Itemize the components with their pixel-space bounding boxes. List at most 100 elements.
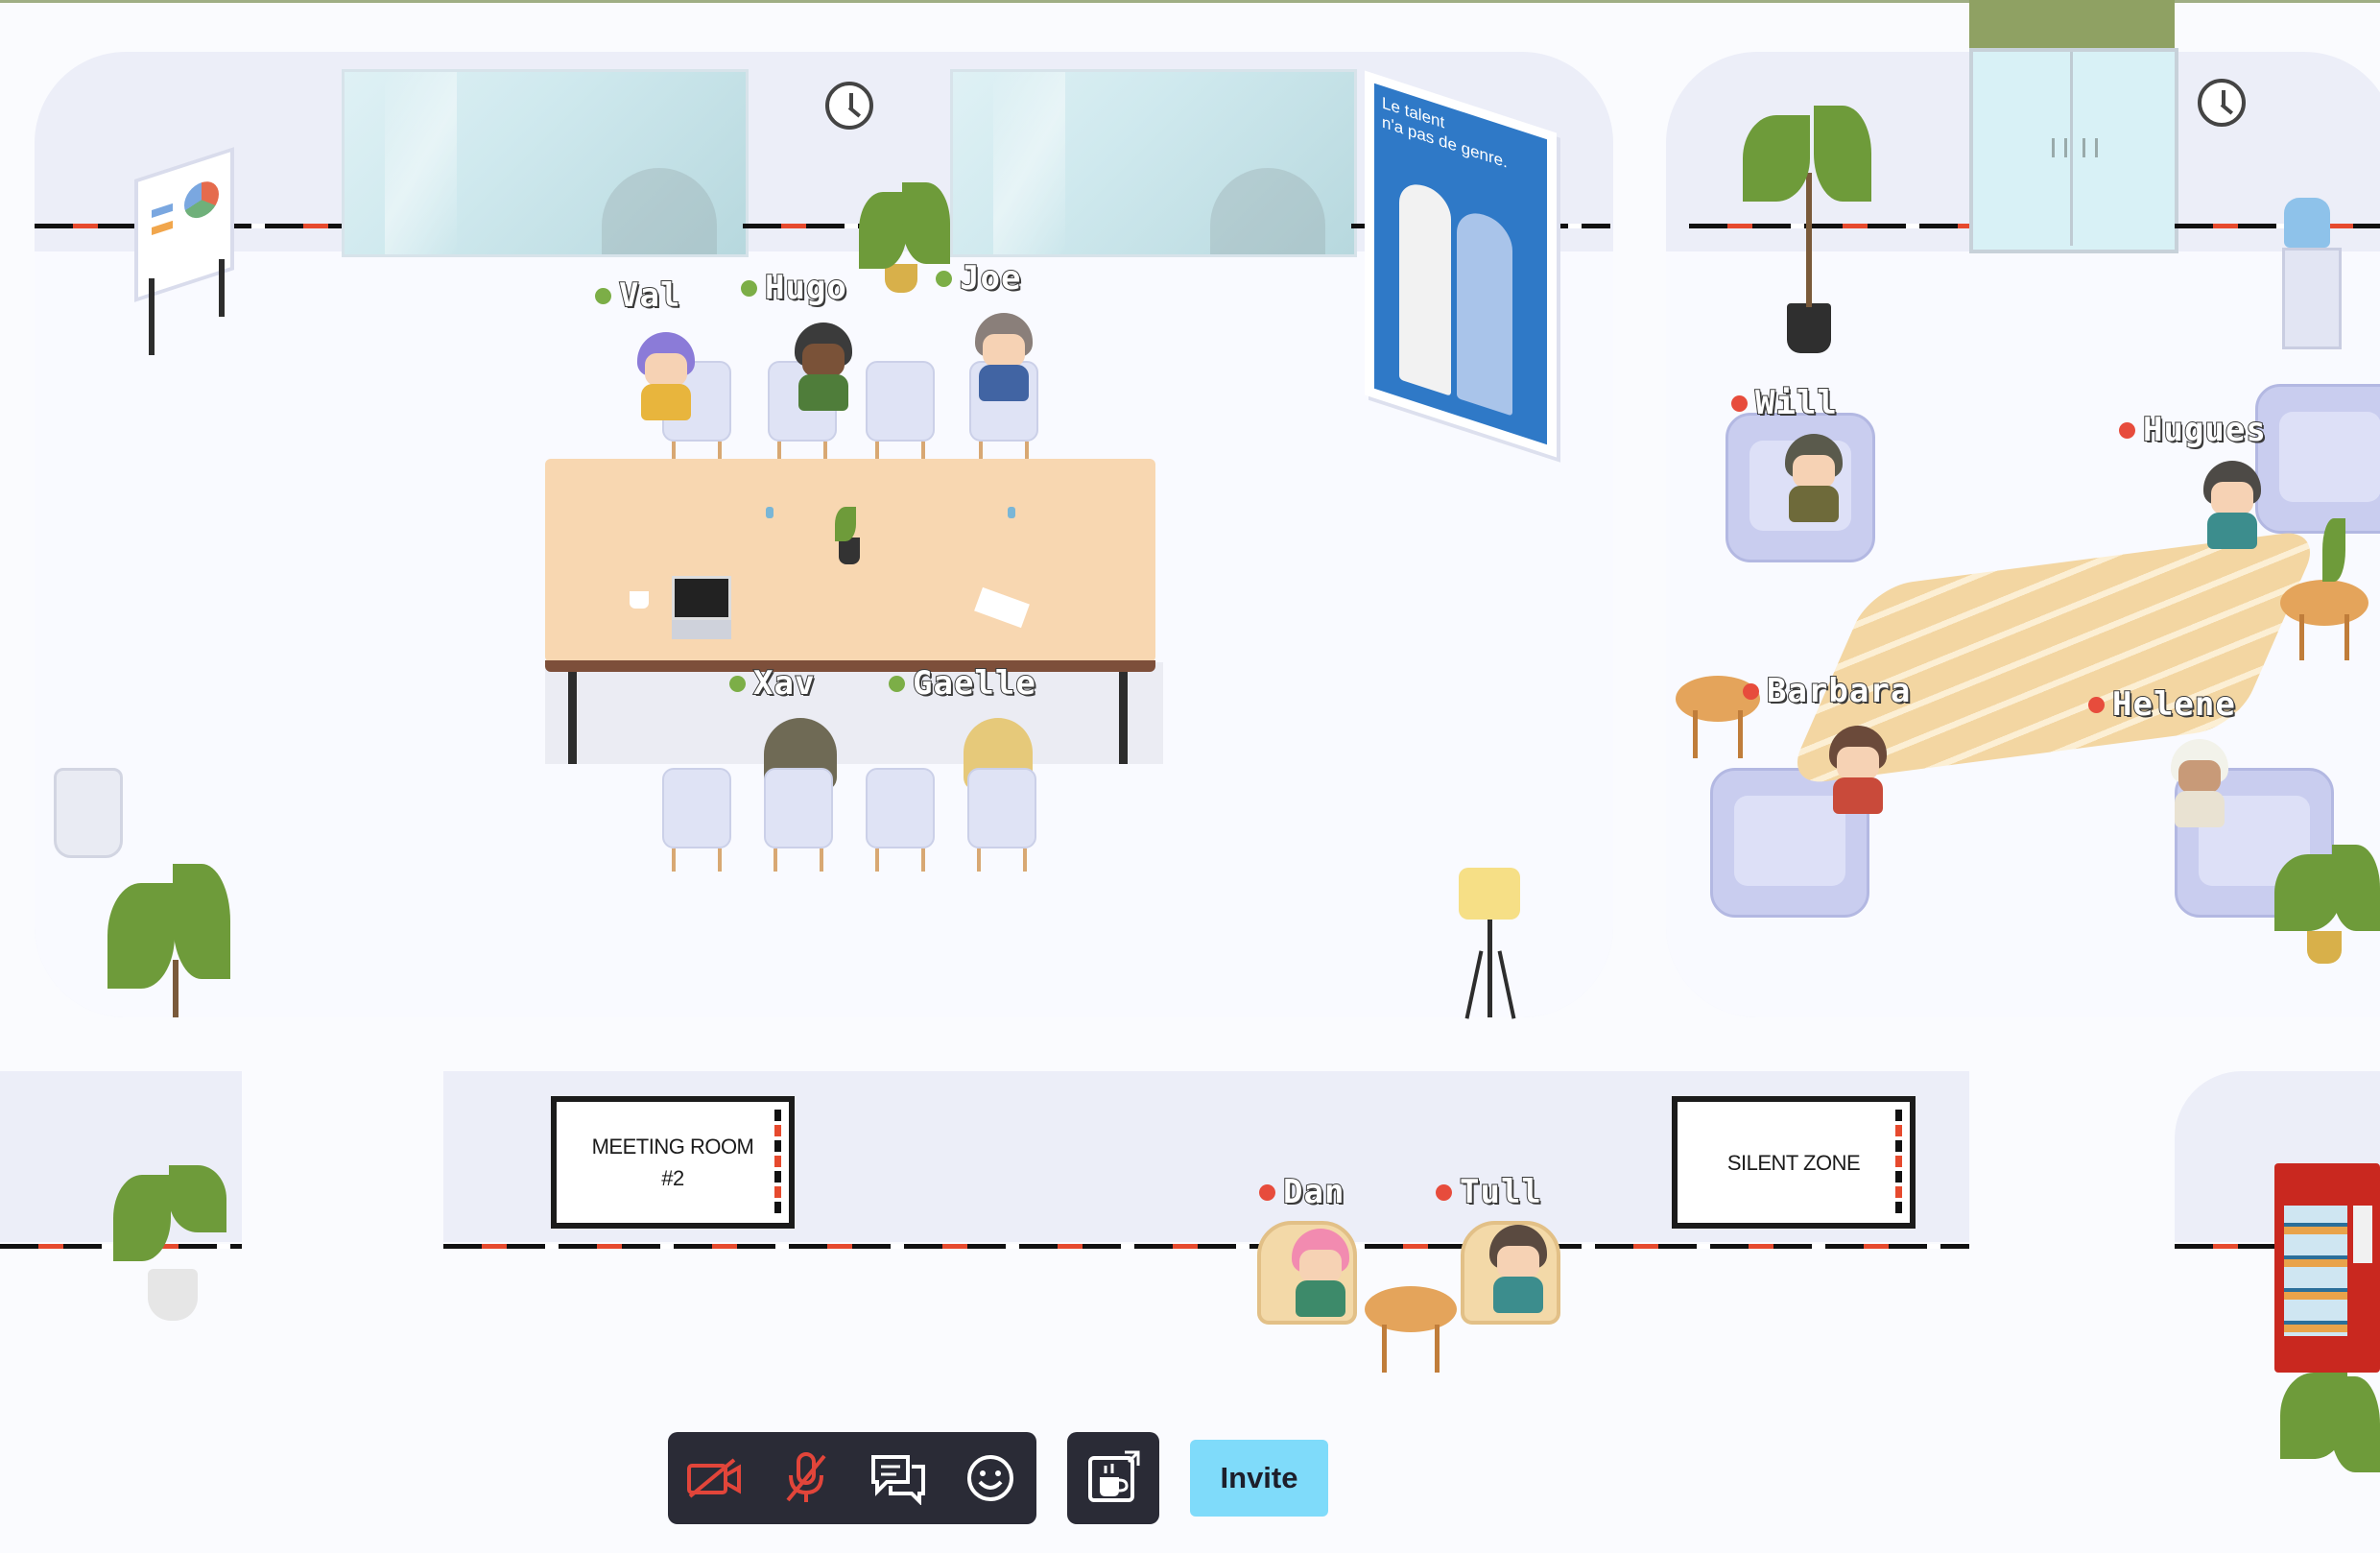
top-border <box>0 0 2380 3</box>
side-table <box>1365 1286 1457 1332</box>
avatar-hugues[interactable] <box>2198 461 2267 553</box>
status-dot <box>729 675 746 692</box>
plant-leaf <box>1743 115 1810 202</box>
door-divider <box>2070 52 2073 246</box>
window-left <box>342 69 749 257</box>
emoji-icon <box>967 1455 1013 1501</box>
name-tag-joe: Joe <box>936 258 1021 299</box>
vending-machine <box>2274 1163 2380 1373</box>
status-dot <box>1436 1183 1452 1201</box>
name-tag-xav: Xav <box>729 663 815 704</box>
avatar-val[interactable] <box>631 332 701 424</box>
window-right <box>950 69 1357 257</box>
chat-button[interactable] <box>865 1445 932 1512</box>
chat-icon <box>871 1455 925 1505</box>
avatar-tull[interactable] <box>1484 1225 1553 1317</box>
bottle <box>1008 507 1015 518</box>
plant-pot <box>2307 931 2342 964</box>
coffee-break-toolbar <box>1067 1432 1159 1524</box>
side-table-legs <box>1382 1325 1440 1373</box>
coffee-cup <box>630 591 649 609</box>
clock-icon <box>825 82 873 130</box>
avatar-will[interactable] <box>1779 434 1848 526</box>
glass-door[interactable] <box>1969 48 2178 253</box>
sign-stripes <box>1895 1110 1902 1215</box>
plant-pot <box>148 1269 198 1321</box>
plant-leaf <box>859 192 907 269</box>
wall-line <box>743 224 950 228</box>
status-dot <box>889 675 905 692</box>
whiteboard-stand <box>219 259 225 317</box>
side-table <box>2280 580 2368 626</box>
table-leg <box>1119 672 1128 764</box>
sign-stripes <box>774 1110 781 1215</box>
water-cooler <box>2282 248 2342 349</box>
name-tag-dan: Dan <box>1259 1172 1345 1212</box>
side-table <box>1676 676 1760 722</box>
media-toolbar <box>668 1432 1036 1524</box>
coffee-break-icon <box>1088 1450 1140 1502</box>
coffee-break-button[interactable] <box>1080 1445 1147 1512</box>
name-tag-barbara: Barbara <box>1743 671 1911 711</box>
plant-leaf <box>169 1165 226 1232</box>
plant-leaf <box>2330 1376 2380 1472</box>
table-plant <box>839 538 860 564</box>
meeting-table-edge <box>545 660 1155 672</box>
lamp-stand <box>1488 920 1492 1017</box>
floor-lamp <box>1459 868 1520 920</box>
sign-meeting-room: MEETING ROOM #2 <box>551 1096 795 1229</box>
laptop-keyboard <box>672 620 731 639</box>
plant-leaf <box>835 507 856 541</box>
avatar-barbara[interactable] <box>1823 726 1892 818</box>
plant-stem <box>1806 173 1812 307</box>
status-dot <box>1731 394 1748 412</box>
avatar-hugo[interactable] <box>789 323 858 415</box>
emoji-button[interactable] <box>957 1445 1024 1512</box>
sign-silent-zone: SILENT ZONE <box>1672 1096 1916 1229</box>
door-handle <box>2052 138 2067 157</box>
table-shadow <box>545 662 1163 764</box>
invite-button[interactable]: Invite <box>1190 1440 1328 1517</box>
name-tag-hugo: Hugo <box>741 268 847 308</box>
sign-silent-zone-text: SILENT ZONE <box>1726 1150 1861 1175</box>
plant-stem <box>173 960 178 1017</box>
name-tag-val: Val <box>595 275 680 316</box>
trash-can <box>54 768 123 858</box>
status-dot <box>2088 696 2105 713</box>
mic-toggle-button[interactable] <box>773 1445 840 1512</box>
wall-line <box>2175 224 2380 228</box>
plant-leaf <box>113 1175 171 1261</box>
status-dot <box>1743 682 1759 700</box>
camera-off-icon <box>687 1458 741 1498</box>
name-tag-helene: Helene <box>2088 684 2236 725</box>
armchair <box>2255 384 2380 534</box>
status-dot <box>1259 1183 1275 1201</box>
wall-line <box>1689 224 1969 228</box>
plant-leaf <box>2274 854 2342 931</box>
mic-off-icon <box>786 1452 826 1502</box>
door-frame-top <box>1969 0 2175 48</box>
avatar-helene[interactable] <box>2165 739 2234 831</box>
chair <box>967 768 1036 872</box>
chair <box>866 361 935 465</box>
water-cooler-bottle <box>2284 198 2330 248</box>
camera-toggle-button[interactable] <box>680 1445 748 1512</box>
avatar-dan[interactable] <box>1286 1229 1355 1321</box>
corridor <box>1969 1017 2175 1305</box>
plant-leaf <box>2322 518 2345 582</box>
plant-leaf <box>107 883 175 989</box>
plant-leaf <box>2332 845 2380 931</box>
corridor <box>242 1017 443 1305</box>
table-leg <box>568 672 577 764</box>
status-dot <box>2119 421 2135 439</box>
wall-line <box>443 1244 1969 1249</box>
name-tag-will: Will <box>1731 383 1838 423</box>
whiteboard-stand <box>149 278 155 355</box>
chair <box>764 768 833 872</box>
avatar-joe[interactable] <box>969 313 1038 405</box>
clock-icon <box>2198 79 2246 127</box>
status-dot <box>741 279 757 297</box>
name-tag-tull: Tull <box>1436 1172 1542 1212</box>
chair <box>662 768 731 872</box>
name-tag-gaelle: Gaelle <box>889 663 1036 704</box>
